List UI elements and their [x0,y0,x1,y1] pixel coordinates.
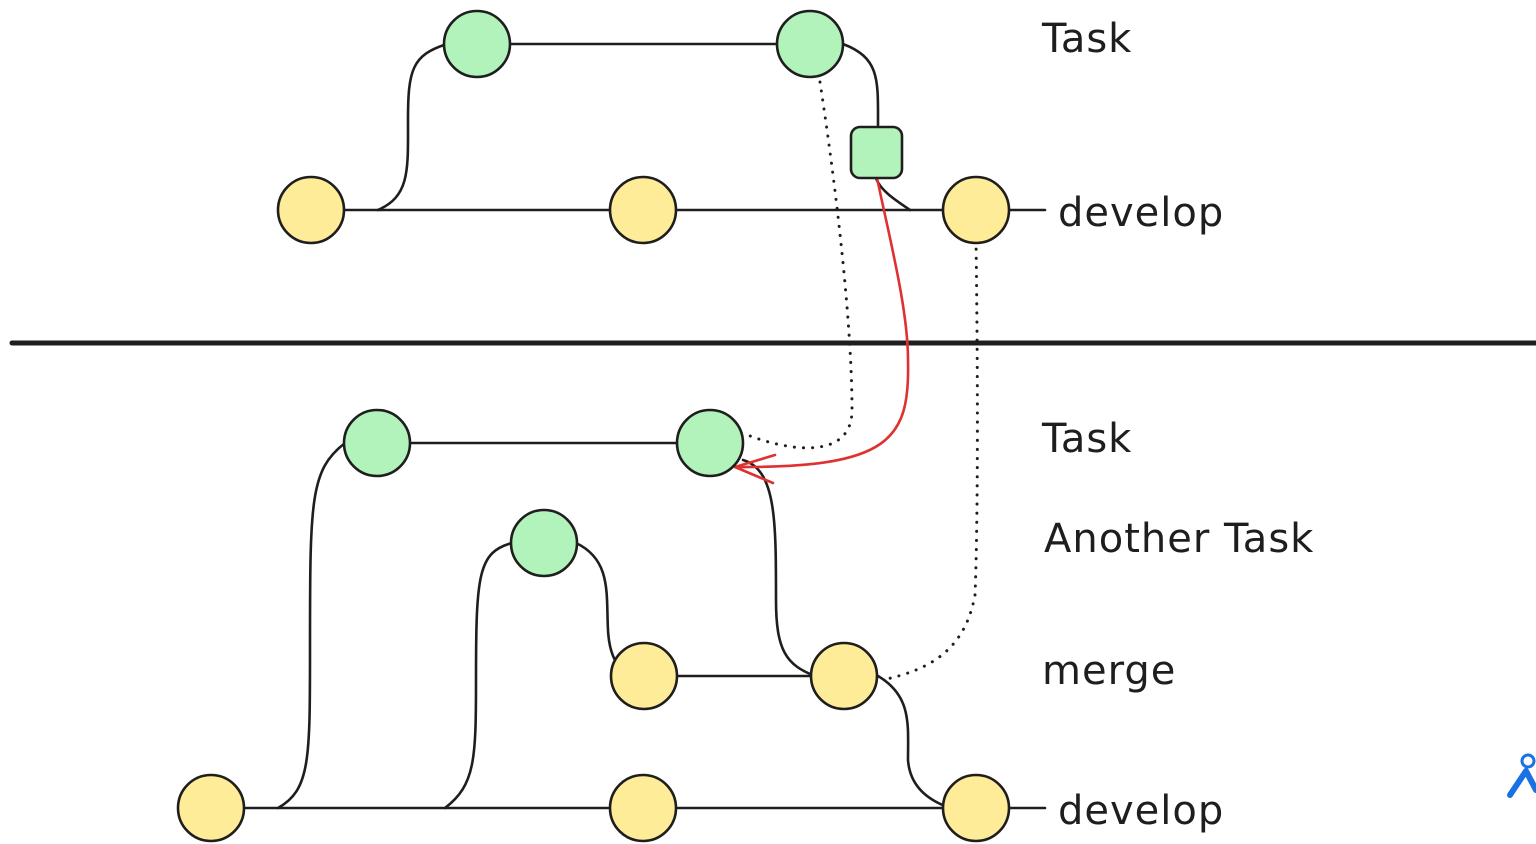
bottom-task-to-merge-edge [741,458,817,678]
cherry-pick-arrow [733,176,910,485]
top-task-branch-edge [376,42,449,212]
bottom-develop-commit-1 [176,773,246,843]
top-develop-commit-3 [941,175,1011,245]
top-task-square-commit [849,125,904,180]
bottom-merge-commit-1 [609,641,679,711]
top-develop-label: develop [1058,190,1224,236]
bottom-nodes [176,408,1011,843]
labels: Task develop Task Another Task merge dev… [1041,16,1314,834]
bottom-merge-to-develop-edge [876,674,947,808]
top-task-to-commit-edge [841,42,880,127]
bottom-another-task-to-merge-edge [574,541,624,672]
bottom-develop-commit-3 [941,773,1011,843]
bottom-another-task-label: Another Task [1044,516,1314,562]
bottom-task-branch-edge [276,441,347,810]
top-task-label: Task [1041,16,1132,62]
bottom-merge-commit-2 [809,641,879,711]
develop-to-merge-dotted-link [880,238,979,682]
bottom-task-label: Task [1041,416,1132,462]
top-task-commit-1 [442,9,512,79]
bottom-edges [243,441,1047,810]
top-nodes [276,9,1011,245]
bottom-merge-label: merge [1042,648,1176,694]
top-develop-commit-2 [608,175,678,245]
bottom-task-commit-2 [675,408,745,478]
task-correspondence-dotted-link [743,80,854,450]
cherry-pick-arrow-shaft [733,176,910,469]
dotted-links [743,80,979,682]
top-edges [343,42,1047,212]
bottom-develop-commit-2 [608,773,678,843]
collaborator-cursor-icon [1507,753,1536,798]
bottom-another-task-commit [509,508,579,578]
bottom-another-task-branch-edge [443,541,514,810]
cherry-pick-arrowhead-icon [733,453,777,485]
bottom-task-commit-1 [342,408,412,478]
top-task-commit-2 [775,9,845,79]
bottom-develop-label: develop [1058,788,1224,834]
top-develop-commit-1 [276,175,346,245]
